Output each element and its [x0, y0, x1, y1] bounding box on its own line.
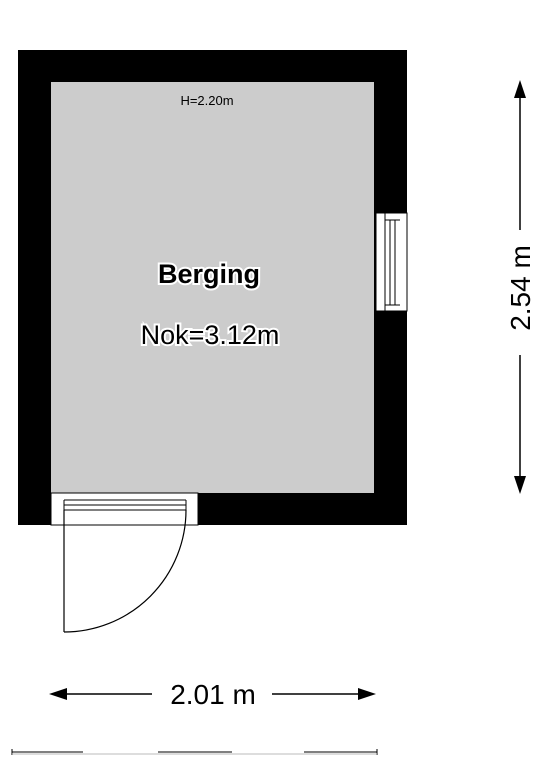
depth-label: 2.54 m: [505, 245, 536, 331]
door-swing-arc: [63, 509, 187, 633]
depth-dimension: 2.54 m: [505, 80, 536, 494]
scale-bar: [11, 749, 378, 755]
window: [375, 212, 408, 312]
arrow-right-icon: [358, 688, 376, 700]
width-dimension: 2.01 m: [49, 679, 376, 710]
room-name: Berging: [158, 259, 260, 289]
arrow-up-icon: [514, 80, 526, 98]
door: [50, 492, 199, 633]
room-floor: [51, 82, 374, 493]
arrow-left-icon: [49, 688, 67, 700]
width-label: 2.01 m: [170, 679, 256, 710]
ridge-height-label: Nok=3.12m: [141, 320, 280, 350]
arrow-down-icon: [514, 476, 526, 494]
ceiling-height-label: H=2.20m: [180, 93, 233, 108]
